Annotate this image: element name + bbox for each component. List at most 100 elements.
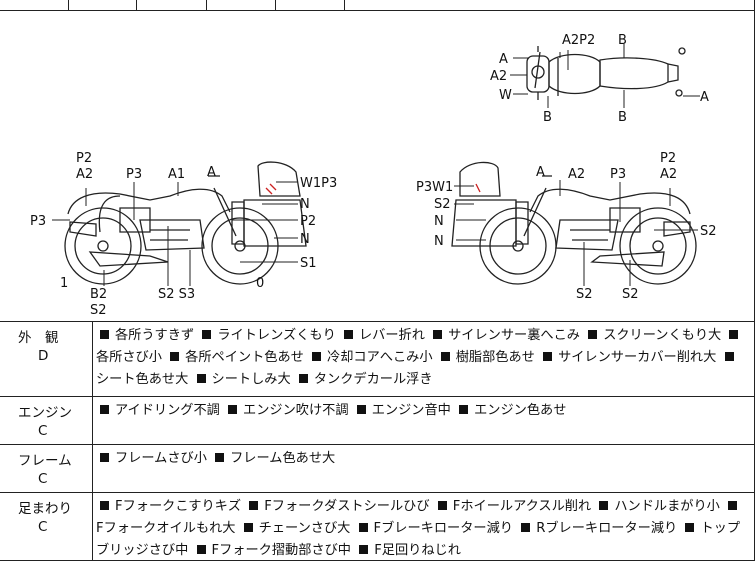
damage-item: Fフォークオイルもれ大 [96, 499, 743, 536]
bullet-square-icon [343, 330, 353, 339]
damage-item-text: レバー折れ [358, 328, 425, 343]
damage-item: エンジン色あせ [455, 403, 566, 418]
header-cell [0, 0, 69, 10]
right-label: A2 [660, 167, 677, 182]
item-list: 各所うすきず ライトレンズくもり レバー折れ サイレンサー裏へこみ スクリーンく… [96, 325, 748, 391]
bullet-square-icon [202, 330, 212, 339]
bullet-square-icon [358, 523, 368, 532]
damage-item-text: タンクデカール浮き [313, 372, 433, 387]
damage-item: シートしみ大 [193, 372, 295, 387]
top-label: A [499, 52, 508, 67]
item-list: フレームさび小 フレーム色あせ大 [96, 448, 748, 470]
bullet-square-icon [100, 501, 109, 510]
top-label: B [618, 110, 627, 125]
left-label: W1P3 [300, 176, 337, 191]
bullet-square-icon [359, 545, 369, 554]
top-view-motorcycle [526, 46, 686, 100]
damage-item-text: Fブレーキローター減り [373, 521, 513, 536]
damage-item-text: Fフォークダストシールひび [264, 499, 430, 514]
left-label: S1 [300, 256, 317, 271]
motorcycle-diagram-svg: A A2 W A2P2 B B B A P2 A2 P3 A1 A W1P3 N… [30, 33, 717, 318]
damage-item-text: F足回りねじれ [374, 543, 461, 558]
damage-item: ライトレンズくもり [198, 328, 340, 343]
right-label: N [434, 214, 444, 229]
bullet-square-icon [599, 501, 609, 510]
damage-item: Fフォークダストシールひび [245, 499, 434, 514]
right-label: P3 [610, 167, 626, 182]
bullet-square-icon [724, 352, 734, 361]
category-name: エンジン [18, 405, 72, 421]
header-cell [0, 0, 276, 10]
damage-item-text: スクリーンくもり大 [603, 328, 722, 343]
bullet-square-icon [543, 352, 553, 361]
left-label: P3 [126, 167, 142, 182]
damage-item: フレームさび小 [96, 451, 211, 466]
header-row-cutoff [0, 0, 755, 11]
bullet-square-icon [215, 453, 225, 462]
leader-lines [52, 44, 700, 286]
damage-item-text: フレーム色あせ大 [230, 451, 336, 466]
left-label: P2 [76, 151, 92, 166]
damage-item: トップブリッジさび中 [96, 521, 740, 558]
damage-item-text: チェーンさび大 [258, 521, 351, 536]
damage-item-text: サイレンサーカバー削れ大 [558, 350, 717, 365]
category-cell: エンジン C [0, 397, 93, 444]
bullet-square-icon [100, 405, 109, 414]
right-view-motorcycle [451, 161, 697, 285]
category-grade: C [38, 519, 48, 535]
damage-item-text: 冷却コアへこみ小 [327, 350, 433, 365]
category-name: フレーム [18, 453, 72, 469]
diagram-labels: A A2 W A2P2 B B B A P2 A2 P3 A1 A W1P3 N… [30, 33, 717, 318]
bullet-square-icon [100, 453, 109, 462]
bullet-square-icon [433, 330, 443, 339]
bullet-square-icon [196, 374, 206, 383]
category-cell: 足まわり C [0, 493, 93, 561]
bullet-square-icon [298, 374, 308, 383]
top-label: W [499, 88, 512, 103]
damage-item: フレーム色あせ大 [211, 451, 335, 466]
bullet-square-icon [440, 352, 450, 361]
left-label: A1 [168, 167, 185, 182]
category-name: 足まわり [18, 501, 72, 517]
damage-item-text: シート色あせ大 [96, 372, 189, 387]
right-label: S2 [700, 224, 717, 239]
damage-item: 冷却コアへこみ小 [308, 350, 437, 365]
damage-item-text: エンジン音中 [371, 403, 451, 418]
damage-item-text: Rブレーキローター減り [536, 521, 678, 536]
damage-item-text: ハンドルまがり小 [614, 499, 720, 514]
damage-item: Fフォークこすりキズ [96, 499, 245, 514]
right-label: N [434, 234, 444, 249]
top-label: B [543, 110, 552, 125]
left-view-motorcycle [64, 161, 307, 285]
damage-item-text: Fホイールアクスル削れ [452, 499, 592, 514]
damage-item-text: 各所さび小 [96, 350, 162, 365]
damage-item-text: エンジン吹け不調 [243, 403, 349, 418]
header-cell [0, 0, 207, 10]
bullet-square-icon [170, 352, 180, 361]
damage-item-text: 各所うすきず [115, 328, 195, 343]
right-label: A [536, 165, 545, 180]
damage-item: サイレンサーカバー削れ大 [539, 350, 720, 365]
top-label: A [700, 90, 709, 105]
left-label: P2 [300, 214, 316, 229]
section-frame: フレーム C フレームさび小 フレーム色あせ大 [0, 445, 755, 493]
damage-item-text: Fフォークオイルもれ大 [96, 521, 236, 536]
left-label: N [300, 197, 310, 212]
section-engine: エンジン C アイドリング不調 エンジン吹け不調 エンジン音中 エンジン色あせ [0, 397, 755, 445]
bullet-square-icon [196, 545, 206, 554]
bullet-square-icon [521, 523, 531, 532]
category-grade: C [38, 423, 48, 439]
damage-item: エンジン吹け不調 [224, 403, 353, 418]
bullet-square-icon [356, 405, 366, 414]
damage-item: タンクデカール浮き [295, 372, 433, 387]
right-label: S2 [434, 197, 451, 212]
left-label: A [207, 165, 216, 180]
damage-item: アイドリング不調 [96, 403, 224, 418]
bullet-square-icon [228, 405, 238, 414]
damage-item-text: シートしみ大 [211, 372, 291, 387]
damage-item-text: Fフォークこすりキズ [115, 499, 242, 514]
damage-item-text: ライトレンズくもり [217, 328, 336, 343]
damage-item-text: 樹脂部色あせ [455, 350, 535, 365]
damage-item: ハンドルまがり小 [595, 499, 724, 514]
top-label: B [618, 33, 627, 48]
